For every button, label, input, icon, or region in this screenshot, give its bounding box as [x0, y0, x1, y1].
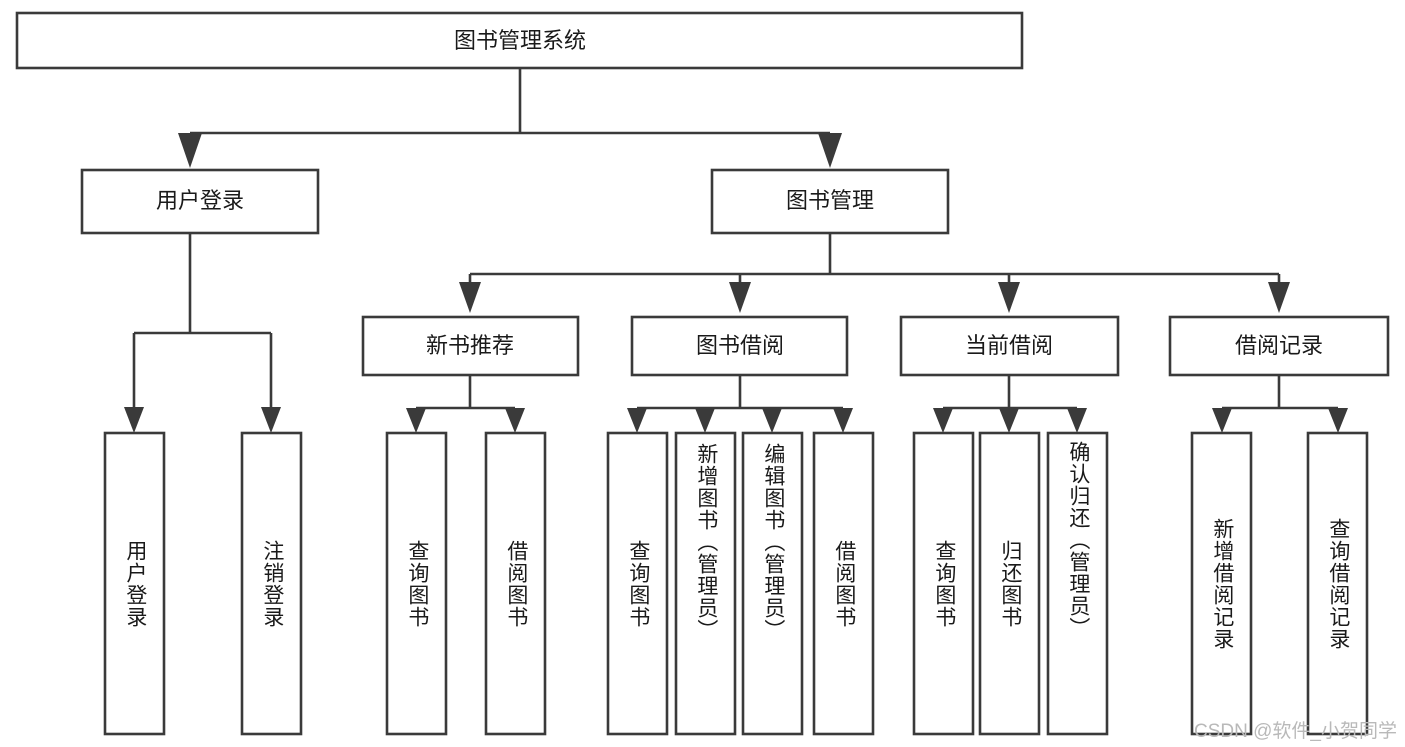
leaf-box-new-book-1[interactable] — [385, 431, 448, 736]
leaf-box-borrow-record-1[interactable] — [1190, 431, 1253, 736]
arrow-borrow-record-leaf-1 — [1212, 408, 1232, 433]
connector-group-user-login — [124, 233, 281, 433]
leaf-box-current-borrow-1[interactable] — [912, 431, 975, 736]
leaf-box-user-login-2[interactable] — [240, 431, 303, 736]
arrow-book-borrow-leaf-2 — [695, 408, 715, 433]
node-book-borrow-box[interactable] — [630, 315, 849, 377]
arrow-root-to-user-login — [178, 133, 202, 168]
arrow-book-borrow-leaf-4 — [833, 408, 853, 433]
arrow-user-login-leaf-1 — [124, 407, 144, 433]
leaf-box-book-borrow-4[interactable] — [812, 431, 875, 736]
leaf-box-current-borrow-3[interactable] — [1046, 431, 1109, 736]
leaf-box-book-borrow-2[interactable] — [674, 431, 737, 736]
arrow-current-borrow-leaf-1 — [933, 408, 953, 433]
node-new-book-box[interactable] — [361, 315, 580, 377]
connector-group-book-borrow — [627, 375, 853, 433]
arrow-root-to-book-mgmt — [818, 133, 842, 168]
node-borrow-record-label: 借阅记录 — [1235, 333, 1323, 358]
leaf-box-book-borrow-3[interactable] — [741, 431, 804, 736]
leaf-box-borrow-record-2[interactable] — [1306, 431, 1369, 736]
arrow-book-borrow-leaf-1 — [627, 408, 647, 433]
arrow-borrow-record-leaf-2 — [1328, 408, 1348, 433]
connector-group-new-book — [406, 375, 525, 433]
node-root-label: 图书管理系统 — [454, 28, 586, 53]
arrow-book-mgmt-to-current-borrow — [998, 282, 1020, 313]
arrow-current-borrow-leaf-2 — [999, 408, 1019, 433]
leaf-box-user-login-1[interactable] — [103, 431, 166, 736]
arrow-book-mgmt-to-borrow-record — [1268, 282, 1290, 313]
node-user-login-box[interactable] — [80, 168, 320, 235]
connector-group-book-mgmt — [459, 233, 1290, 313]
arrow-user-login-leaf-2 — [261, 407, 281, 433]
node-user-login-label: 用户登录 — [156, 188, 244, 213]
leaf-box-book-borrow-1[interactable] — [606, 431, 669, 736]
watermark-text: CSDN @软件_小贺同学 — [1194, 721, 1397, 742]
node-book-borrow-label: 图书借阅 — [696, 333, 784, 358]
node-book-mgmt-box[interactable] — [710, 168, 950, 235]
node-book-mgmt-label: 图书管理 — [786, 188, 874, 213]
arrow-current-borrow-leaf-3 — [1067, 408, 1087, 433]
connector-group-root — [178, 68, 842, 168]
connector-group-borrow-record — [1212, 375, 1348, 433]
leaf-box-current-borrow-2[interactable] — [978, 431, 1041, 736]
node-current-borrow-box[interactable] — [899, 315, 1120, 377]
node-new-book-label: 新书推荐 — [426, 333, 514, 358]
arrow-book-borrow-leaf-3 — [762, 408, 782, 433]
connector-group-current-borrow — [933, 375, 1087, 433]
arrow-book-mgmt-to-new-book — [459, 282, 481, 313]
leaf-box-new-book-2[interactable] — [484, 431, 547, 736]
arrow-book-mgmt-to-book-borrow — [729, 282, 751, 313]
node-root-box[interactable] — [15, 11, 1024, 70]
node-borrow-record-box[interactable] — [1168, 315, 1390, 377]
arrow-new-book-leaf-2 — [505, 408, 525, 433]
arrow-new-book-leaf-1 — [406, 408, 426, 433]
node-current-borrow-label: 当前借阅 — [965, 333, 1053, 358]
